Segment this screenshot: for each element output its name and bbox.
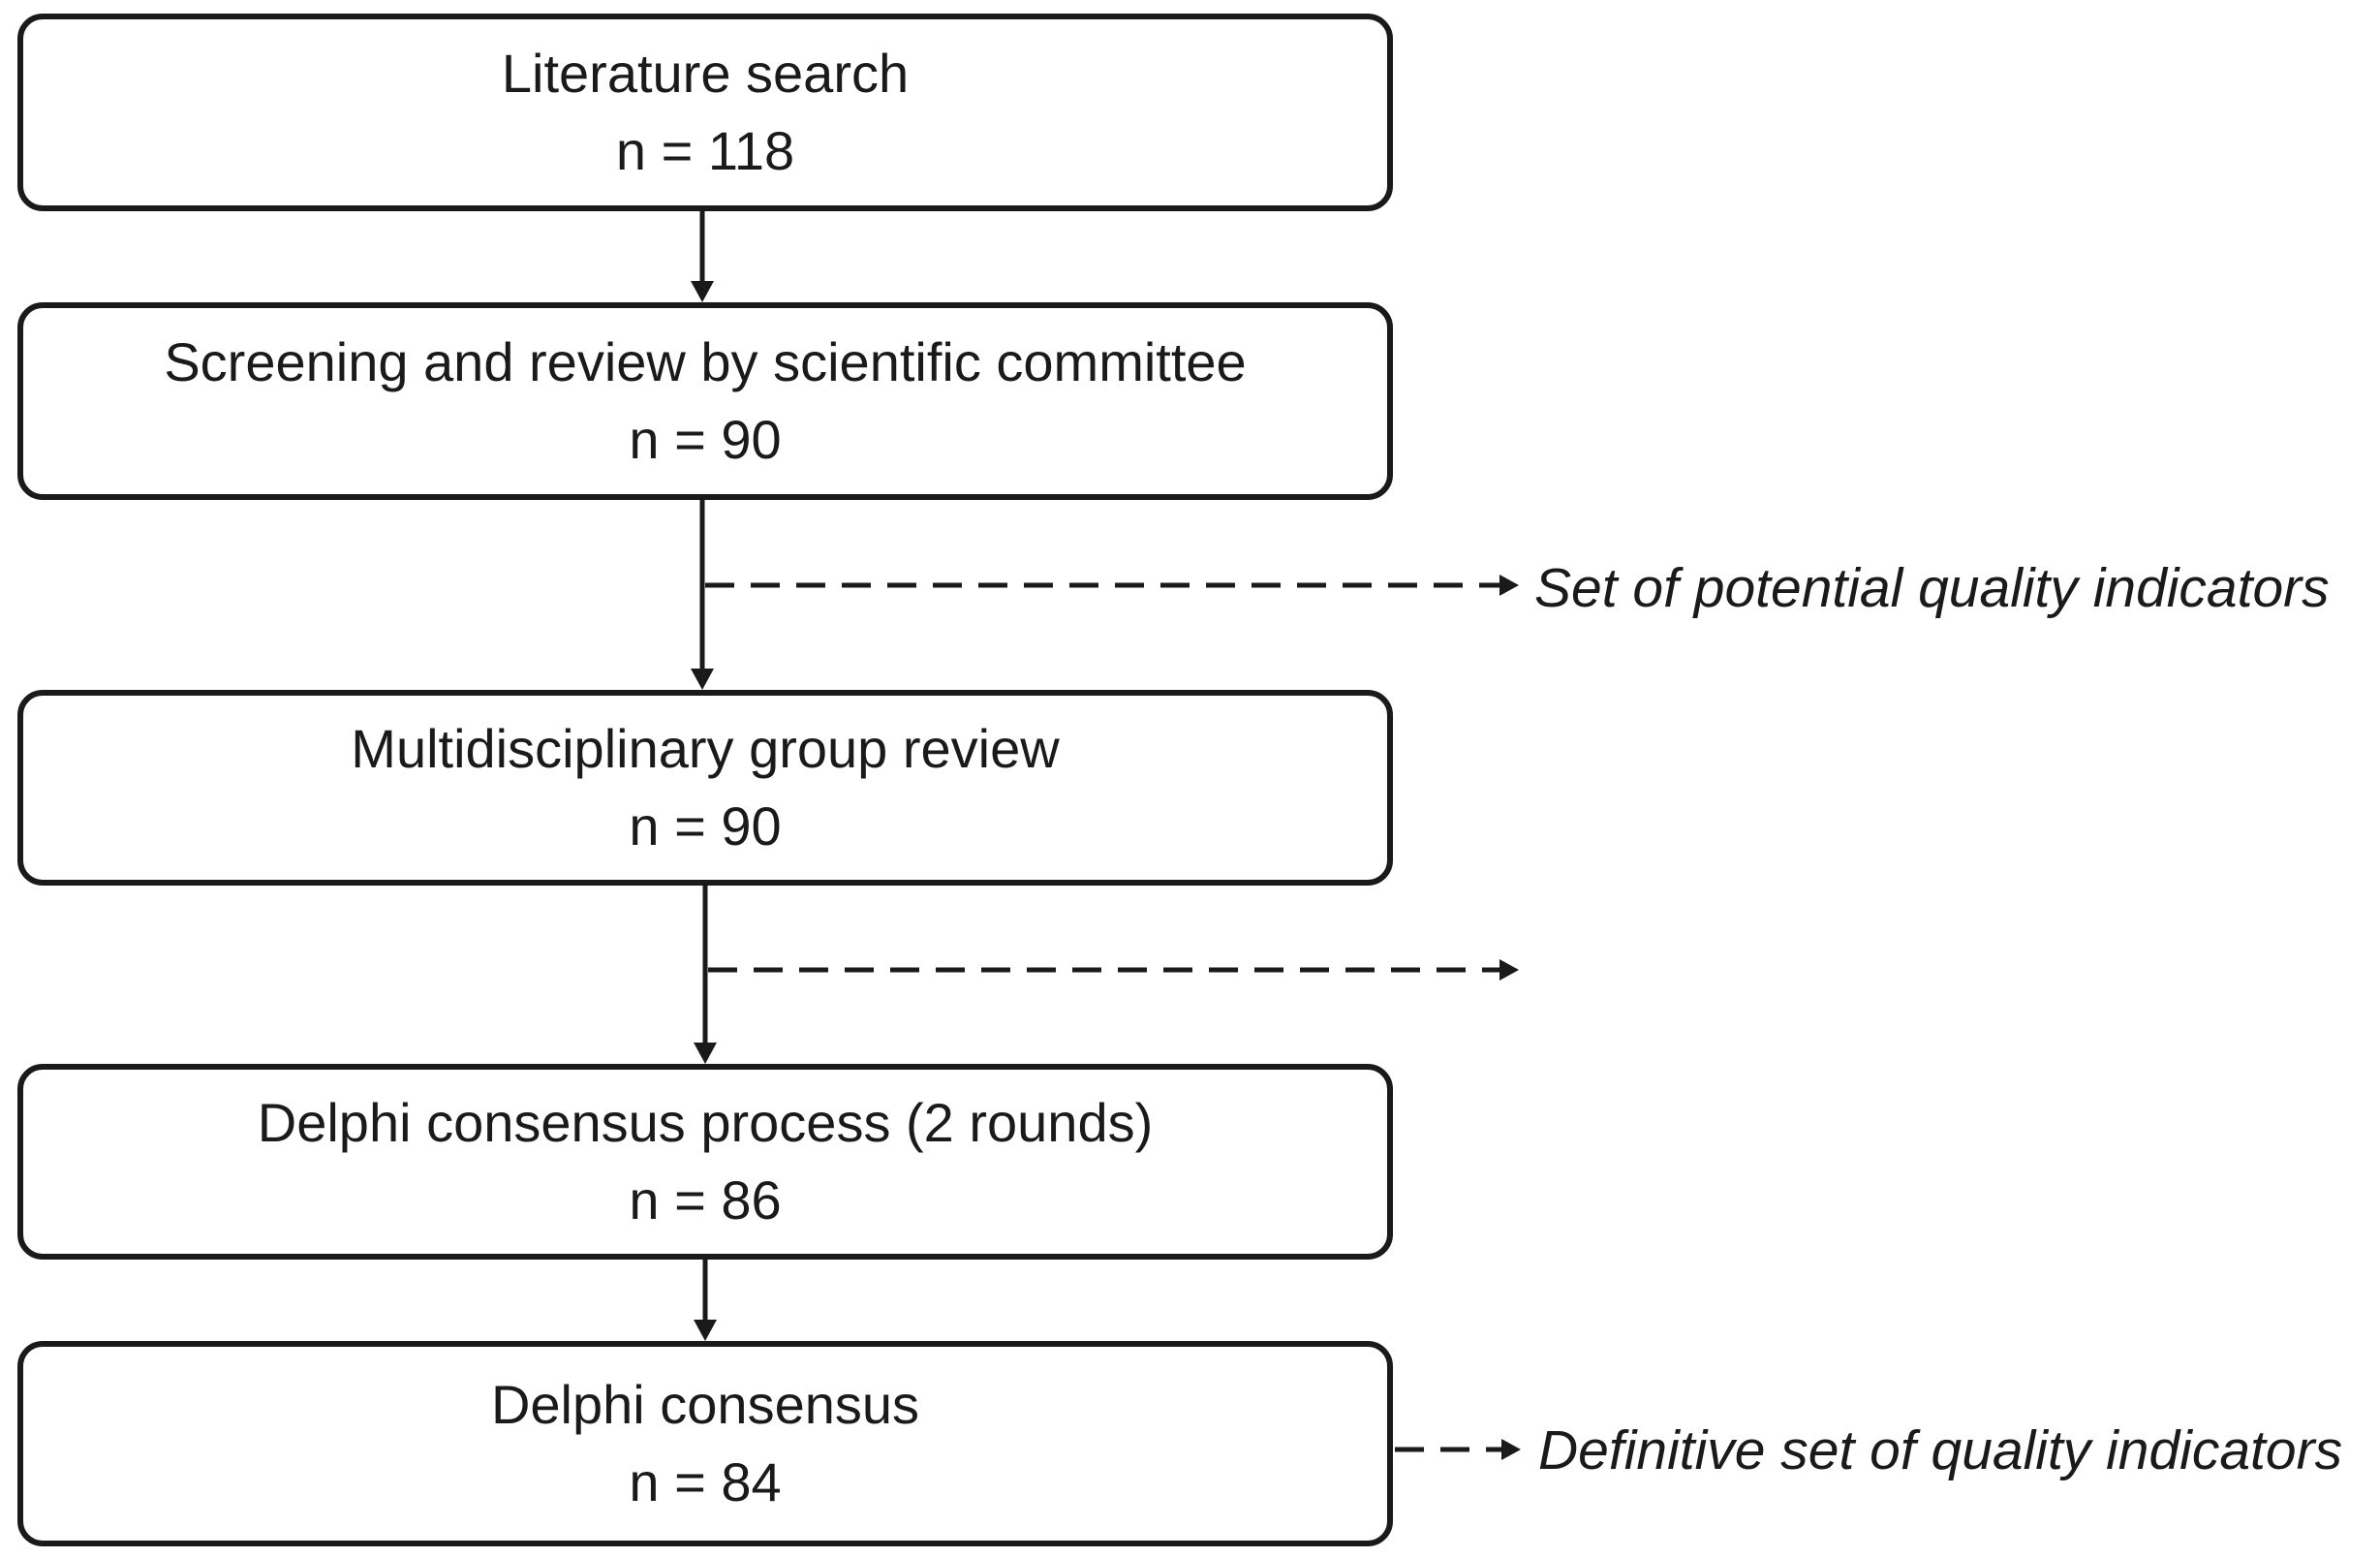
step-title: Delphi consensus process (2 rounds) — [257, 1092, 1154, 1153]
dashed-arrow-potential — [705, 575, 1519, 596]
step-title: Multidisciplinary group review — [351, 718, 1060, 779]
step-count: n = 118 — [615, 120, 795, 181]
output-definitive-indicators: Definitive set of quality indicators — [1538, 1419, 2343, 1481]
arrow-step4-to-step5 — [694, 1260, 717, 1341]
step-screening-review: Screening and review by scientific commi… — [17, 302, 1393, 500]
output-potential-indicators: Set of potential quality indicators — [1534, 557, 2330, 619]
arrow-step2-to-step3 — [691, 500, 714, 690]
step-multidisciplinary-review: Multidisciplinary group review n = 90 — [17, 690, 1393, 886]
step-title: Delphi consensus — [490, 1374, 920, 1435]
step-count: n = 86 — [629, 1169, 782, 1231]
step-delphi-consensus: Delphi consensus n = 84 — [17, 1341, 1393, 1546]
step-title: Literature search — [501, 43, 910, 104]
arrow-step1-to-step2 — [691, 211, 714, 302]
dashed-arrow-definitive — [1395, 1439, 1521, 1460]
step-delphi-process: Delphi consensus process (2 rounds) n = … — [17, 1064, 1393, 1260]
step-count: n = 90 — [629, 409, 782, 470]
dashed-arrow-unlabeled — [708, 959, 1519, 981]
step-count: n = 90 — [629, 795, 782, 857]
step-literature-search: Literature search n = 118 — [17, 14, 1393, 211]
step-count: n = 84 — [629, 1451, 782, 1512]
arrow-step3-to-step4 — [694, 886, 717, 1064]
step-title: Screening and review by scientific commi… — [164, 331, 1247, 392]
